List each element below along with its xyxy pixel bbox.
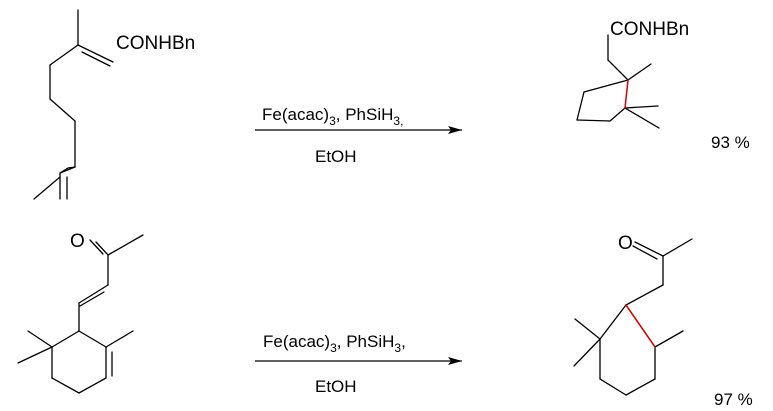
substrate-2-structure: O: [17, 231, 144, 394]
yield-1: 93 %: [711, 133, 750, 152]
product-1-structure: CONHBn: [576, 19, 689, 129]
reaction-2: O Fe(acac)3, PhSiH3, EtOH O: [17, 231, 753, 409]
conditions-2-reagents: Fe(acac)3, PhSiH3,: [263, 332, 406, 355]
conditions-2: Fe(acac)3, PhSiH3, EtOH: [255, 332, 462, 396]
conditions-1: Fe(acac)3, PhSiH3, EtOH: [255, 105, 462, 166]
new-bond-2: [625, 304, 656, 348]
substrate-1-structure: CONHBn: [33, 9, 195, 200]
conditions-1-reagents: Fe(acac)3, PhSiH3,: [262, 105, 403, 128]
product-2-structure: O: [573, 233, 693, 396]
yield-2: 97 %: [714, 390, 753, 409]
product-2-carbonyl-o: O: [618, 233, 633, 254]
reaction-1: CONHBn Fe(acac)3, PhSiH3, EtOH CONHBn 93…: [33, 9, 750, 200]
new-bond-1: [624, 79, 629, 109]
substrate-1-amide-label: CONHBn: [116, 33, 195, 54]
conditions-1-solvent: EtOH: [315, 147, 357, 166]
product-1-amide-label: CONHBn: [610, 19, 689, 40]
conditions-2-solvent: EtOH: [315, 377, 357, 396]
substrate-2-carbonyl-o: O: [70, 231, 85, 252]
